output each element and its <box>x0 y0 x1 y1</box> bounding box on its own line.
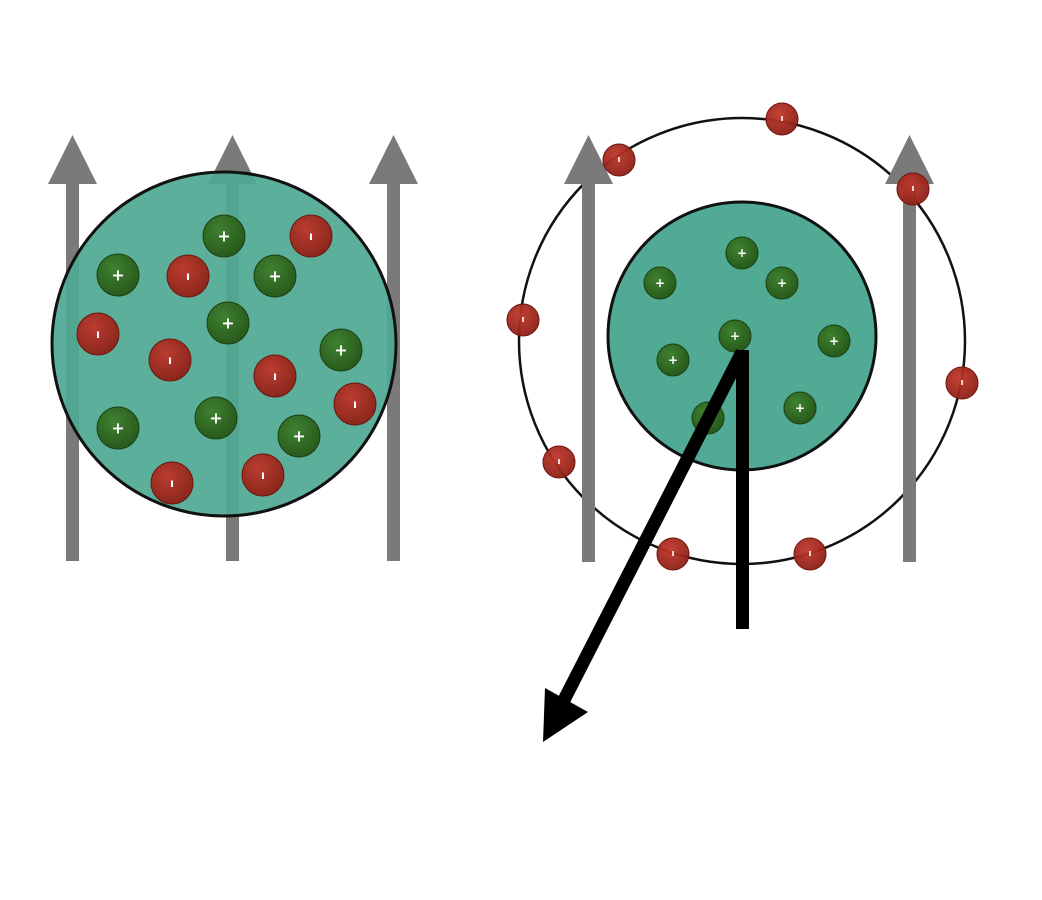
positive-charge-right-7: + <box>783 391 817 425</box>
minus-sign: ı <box>96 327 100 341</box>
minus-sign: ı <box>557 457 560 467</box>
negative-charge-right-11: ı <box>896 172 930 206</box>
negative-charge-right-12: ı <box>506 303 540 337</box>
negative-charge-right-14: ı <box>542 445 576 479</box>
right-field-arrows <box>564 135 934 562</box>
minus-sign: ı <box>808 549 811 559</box>
plus-sign: + <box>737 246 747 260</box>
negative-charge-left-10: ı <box>253 354 297 398</box>
plus-sign: + <box>209 409 222 428</box>
negative-charge-left-2: ı <box>289 214 333 258</box>
minus-sign: ı <box>780 114 783 124</box>
negative-charge-left-8: ı <box>148 338 192 382</box>
positive-charge-left-13: + <box>194 396 238 440</box>
minus-sign: ı <box>911 184 914 194</box>
positive-charge-left-5: + <box>253 254 297 298</box>
left-panel: + ı + ı + ı + ı + ı ı + + + ı ı <box>48 135 418 561</box>
plus-sign: + <box>777 276 787 290</box>
positive-charge-left-12: + <box>96 406 140 450</box>
minus-sign: ı <box>168 353 172 367</box>
negative-charge-right-13: ı <box>945 366 979 400</box>
plus-sign: + <box>111 266 124 285</box>
positive-charge-right-5: + <box>817 324 851 358</box>
pudding-charges: + ı + ı + ı + ı + ı ı + + + ı ı <box>76 214 377 505</box>
negative-charge-left-11: ı <box>333 382 377 426</box>
minus-sign: ı <box>617 155 620 165</box>
plus-sign: + <box>292 427 305 446</box>
negative-charge-right-9: ı <box>765 102 799 136</box>
incident-vector <box>736 350 749 629</box>
negative-charge-left-15: ı <box>150 461 194 505</box>
positive-charge-left-7: + <box>206 301 250 345</box>
plus-sign: + <box>334 341 347 360</box>
negative-charge-right-15: ı <box>656 537 690 571</box>
plus-sign: + <box>111 419 124 438</box>
negative-charge-left-4: ı <box>166 254 210 298</box>
minus-sign: ı <box>960 378 963 388</box>
field-arrow-right-2 <box>885 135 934 562</box>
plus-sign: + <box>668 353 678 367</box>
field-arrow-right-1 <box>564 135 613 562</box>
negative-charge-right-10: ı <box>602 143 636 177</box>
plus-sign: + <box>795 401 805 415</box>
positive-charge-right-3: + <box>765 266 799 300</box>
positive-charge-left-3: + <box>96 253 140 297</box>
minus-sign: ı <box>186 269 190 283</box>
positive-charge-left-1: + <box>202 214 246 258</box>
minus-sign: ı <box>671 549 674 559</box>
plus-sign: + <box>221 314 234 333</box>
minus-sign: ı <box>353 397 357 411</box>
deflected-vector-arrowhead <box>543 688 588 742</box>
positive-charge-right-6: + <box>656 343 690 377</box>
deflection-vectors <box>543 349 749 742</box>
negative-charge-right-16: ı <box>793 537 827 571</box>
positive-charge-right-2: + <box>643 266 677 300</box>
minus-sign: ı <box>309 229 313 243</box>
deflected-vector <box>558 349 748 703</box>
plus-sign: + <box>829 334 839 348</box>
minus-sign: ı <box>261 468 265 482</box>
plus-sign: + <box>217 227 230 246</box>
minus-sign: ı <box>170 476 174 490</box>
minus-sign: ı <box>521 315 524 325</box>
plus-sign: + <box>268 267 281 286</box>
plus-sign: + <box>730 329 740 343</box>
positive-charge-right-1: + <box>725 236 759 270</box>
positive-charge-left-14: + <box>277 414 321 458</box>
plus-sign: + <box>655 276 665 290</box>
positive-charge-right-4: + <box>718 319 752 353</box>
negative-charge-left-16: ı <box>241 453 285 497</box>
positive-charge-left-9: + <box>319 328 363 372</box>
negative-charge-left-6: ı <box>76 312 120 356</box>
minus-sign: ı <box>273 369 277 383</box>
